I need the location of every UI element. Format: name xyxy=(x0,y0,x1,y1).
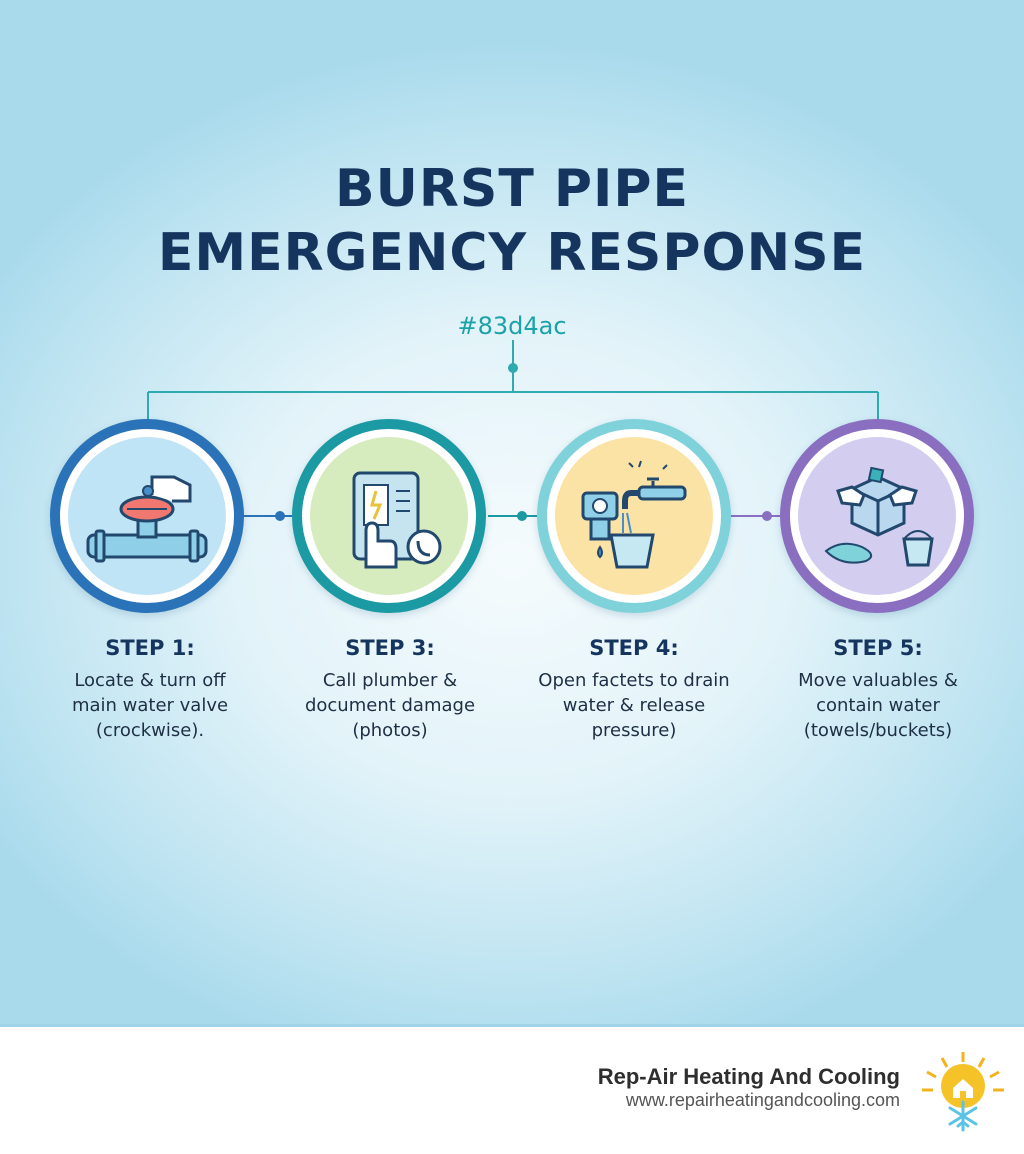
step-1-circle xyxy=(50,419,244,613)
step-4-text: Open factets to drain water & release pr… xyxy=(538,670,730,741)
step-4-title: STEP 4: xyxy=(589,636,679,660)
step-3-title: STEP 3: xyxy=(345,636,435,660)
step-3-text: Call plumber & document damage (photos) xyxy=(304,670,476,741)
company-url[interactable]: www.repairheatingandcooling.com xyxy=(625,1090,900,1110)
box-bucket-icon xyxy=(824,466,934,567)
step-5-circle xyxy=(780,419,974,613)
step-1-title: STEP 1: xyxy=(105,636,195,660)
step-5-text: Move valuables & contain water (towels/b… xyxy=(798,670,958,741)
step-4-circle xyxy=(537,419,731,613)
sun-snowflake-house-icon xyxy=(922,1052,1004,1132)
page-title-line2: EMERGENCY RESPONSE xyxy=(157,223,867,283)
step-1-text: Locate & turn off main water valve (croc… xyxy=(71,670,229,741)
connector-lines xyxy=(147,340,879,521)
page-title-line1: BURST PIPE xyxy=(334,159,690,219)
divider xyxy=(0,1024,1024,1027)
faucet-bucket-icon xyxy=(581,460,687,569)
valve-icon xyxy=(86,475,208,563)
step-5-title: STEP 5: xyxy=(833,636,923,660)
step-3-circle xyxy=(292,419,486,613)
page-subtitle: #83d4ac xyxy=(457,312,567,340)
company-name: Rep-Air Heating And Cooling xyxy=(597,1064,900,1089)
phone-document-icon xyxy=(352,471,442,569)
